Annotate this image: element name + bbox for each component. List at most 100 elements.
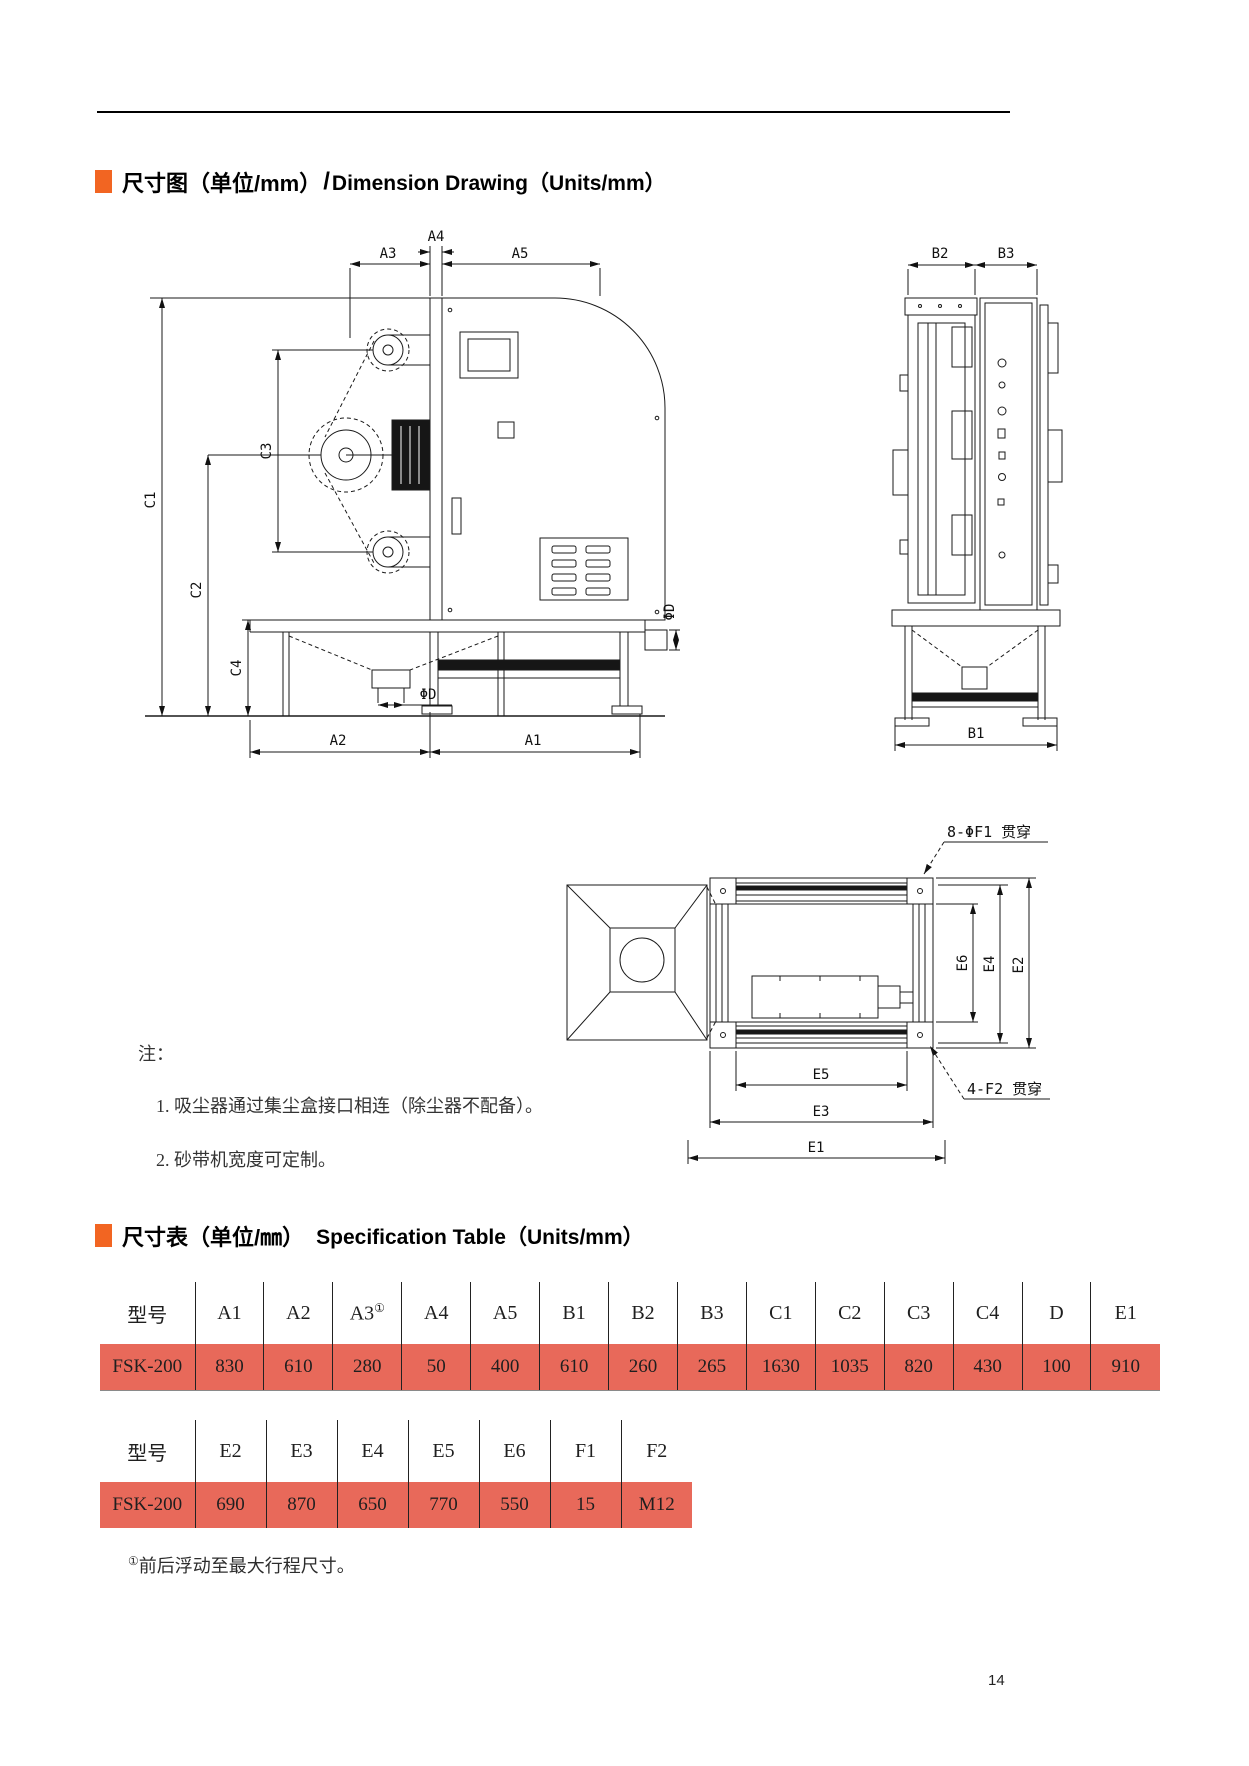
table1-header-a4: A4 xyxy=(401,1282,471,1344)
orange-bullet-icon xyxy=(95,1224,112,1248)
table2-value-f2: M12 xyxy=(620,1482,692,1528)
dim-label-e5: E5 xyxy=(813,1067,830,1083)
table2-header-model: 型号 xyxy=(100,1420,195,1482)
dim-label-c4: C4 xyxy=(229,660,245,677)
table2-header-f2: F2 xyxy=(620,1420,692,1482)
dim-label-b1: B1 xyxy=(968,726,985,742)
dim-label-a4: A4 xyxy=(428,229,445,245)
table2-value-e2: 690 xyxy=(194,1482,266,1528)
table1-header-c3: C3 xyxy=(883,1282,954,1344)
table2-header-e3: E3 xyxy=(265,1420,337,1482)
header-rule xyxy=(97,111,1010,113)
table1-value-a5: 400 xyxy=(470,1344,540,1391)
table2-header-e2: E2 xyxy=(194,1420,266,1482)
notes-block: 注： 1. 吸尘器通过集尘盒接口相连（除尘器不配备）。 2. 砂带机宽度可定制。 xyxy=(138,1040,543,1172)
table1-header-b3: B3 xyxy=(676,1282,747,1344)
dim-label-a3: A3 xyxy=(380,246,397,262)
section2-title-zh: 尺寸表（单位/㎜） xyxy=(122,1224,305,1250)
table2-value-e5: 770 xyxy=(407,1482,479,1528)
dim-label-a1: A1 xyxy=(525,733,542,749)
table1-header-a5: A5 xyxy=(470,1282,540,1344)
table1-header-c4: C4 xyxy=(952,1282,1023,1344)
spec-table-2: 型号 E2 E3 E4 E5 E6 F1 F2 FSK-200 690 870 … xyxy=(100,1420,692,1528)
front-dimensions: C1 C2 C3 C4 A3 A4 A5 ΦD ΦD xyxy=(143,229,680,758)
table2-header-e5: E5 xyxy=(407,1420,479,1482)
section1-title-zh: 尺寸图（单位/mm） xyxy=(122,170,322,196)
dim-label-phid-outlet: ΦD xyxy=(662,604,678,621)
footnote-text: 前后浮动至最大行程尺寸。 xyxy=(138,1556,355,1576)
note-item-2: 2. 砂带机宽度可定制。 xyxy=(156,1150,336,1170)
table1-header-row: 型号 A1 A2 A3① A4 A5 B1 B2 B3 C1 C2 C3 C4 … xyxy=(100,1282,1160,1344)
table2-model: FSK-200 xyxy=(100,1482,195,1528)
table1-header-d: D xyxy=(1021,1282,1091,1344)
table1-value-c4: 430 xyxy=(952,1344,1023,1391)
table1-header-e1: E1 xyxy=(1090,1282,1160,1344)
table2-data-row: FSK-200 690 870 650 770 550 15 M12 xyxy=(100,1482,692,1528)
dim-label-b3: B3 xyxy=(998,246,1015,262)
callout-f1: 8-ΦF1 贯穿 xyxy=(947,823,1031,841)
section1-title: 尺寸图（单位/mm） / Dimension Drawing（Units/mm） xyxy=(95,166,666,198)
table1-header-b2: B2 xyxy=(608,1282,678,1344)
dim-label-e2: E2 xyxy=(1011,957,1027,974)
table1-value-e1: 910 xyxy=(1090,1344,1160,1391)
table1-value-c1: 1630 xyxy=(745,1344,816,1391)
dim-label-c3: C3 xyxy=(259,443,275,460)
section1-title-separator: / xyxy=(323,167,330,195)
table1-value-a1: 830 xyxy=(194,1344,264,1391)
callout-f2: 4-F2 贯穿 xyxy=(967,1080,1042,1098)
top-view-drawing: 8-ΦF1 贯穿 4-F2 贯穿 E6 E4 E2 E5 E3 E1 xyxy=(566,823,1050,1164)
dim-label-e1: E1 xyxy=(808,1140,825,1156)
table1-value-b3: 265 xyxy=(676,1344,747,1391)
side-dimensions: B2 B3 B1 xyxy=(894,246,1058,751)
front-view-drawing: C1 C2 C3 C4 A3 A4 A5 ΦD ΦD xyxy=(143,229,680,758)
side-panel-markings xyxy=(997,358,1007,559)
table1-header-b1: B1 xyxy=(539,1282,609,1344)
top-callouts: 8-ΦF1 贯穿 4-F2 贯穿 xyxy=(923,823,1050,1100)
table1-value-c2: 1035 xyxy=(814,1344,885,1391)
section2-title-en: Specification Table（Units/mm） xyxy=(316,1225,644,1249)
table1-header-a3: A3① xyxy=(332,1282,402,1344)
dim-label-c1: C1 xyxy=(143,492,159,509)
table1-header-a2: A2 xyxy=(263,1282,333,1344)
table1-header-c2: C2 xyxy=(814,1282,885,1344)
note-item-1: 1. 吸尘器通过集尘盒接口相连（除尘器不配备）。 xyxy=(156,1096,543,1116)
spec-table-1: 型号 A1 A2 A3① A4 A5 B1 B2 B3 C1 C2 C3 C4 … xyxy=(100,1282,1160,1391)
footnote-marker: ① xyxy=(128,1554,139,1568)
notes-heading: 注： xyxy=(138,1044,174,1064)
table1-header-a1: A1 xyxy=(194,1282,264,1344)
table1-header-model: 型号 xyxy=(100,1282,195,1344)
front-belt-mechanism xyxy=(308,328,431,574)
table2-value-f1: 15 xyxy=(549,1482,621,1528)
dim-label-phid-hopper: ΦD xyxy=(420,687,437,703)
table2-header-e4: E4 xyxy=(336,1420,408,1482)
front-stand-and-hopper xyxy=(145,619,668,717)
front-vent-grille xyxy=(539,537,629,601)
table2-value-e3: 870 xyxy=(265,1482,337,1528)
table1-value-b2: 260 xyxy=(608,1344,678,1391)
table1-value-a4: 50 xyxy=(401,1344,471,1391)
top-hopper xyxy=(566,884,717,1041)
dim-label-a5: A5 xyxy=(512,246,529,262)
table2-header-f1: F1 xyxy=(549,1420,621,1482)
top-dimensions: E6 E4 E2 E5 E3 E1 xyxy=(687,877,1036,1164)
table1-model: FSK-200 xyxy=(100,1344,195,1391)
dim-label-a2: A2 xyxy=(330,733,347,749)
top-frame xyxy=(709,877,934,1049)
dim-label-e4: E4 xyxy=(982,956,998,973)
side-stand-and-hopper xyxy=(891,609,1061,727)
table1-data-row: FSK-200 830 610 280 50 400 610 260 265 1… xyxy=(100,1344,1160,1391)
dim-label-b2: B2 xyxy=(932,246,949,262)
side-view-drawing: B2 B3 B1 xyxy=(891,246,1063,751)
table2-value-e6: 550 xyxy=(478,1482,550,1528)
table1-value-c3: 820 xyxy=(883,1344,954,1391)
page-number: 14 xyxy=(988,1672,1005,1689)
table1-value-a3: 280 xyxy=(332,1344,402,1391)
a3-footnote-marker: ① xyxy=(374,1300,385,1315)
dim-label-c2: C2 xyxy=(189,582,205,599)
table1-value-a2: 610 xyxy=(263,1344,333,1391)
table2-header-row: 型号 E2 E3 E4 E5 E6 F1 F2 xyxy=(100,1420,692,1482)
table2-value-e4: 650 xyxy=(336,1482,408,1528)
dim-label-e3: E3 xyxy=(813,1104,830,1120)
table1-value-d: 100 xyxy=(1021,1344,1091,1391)
